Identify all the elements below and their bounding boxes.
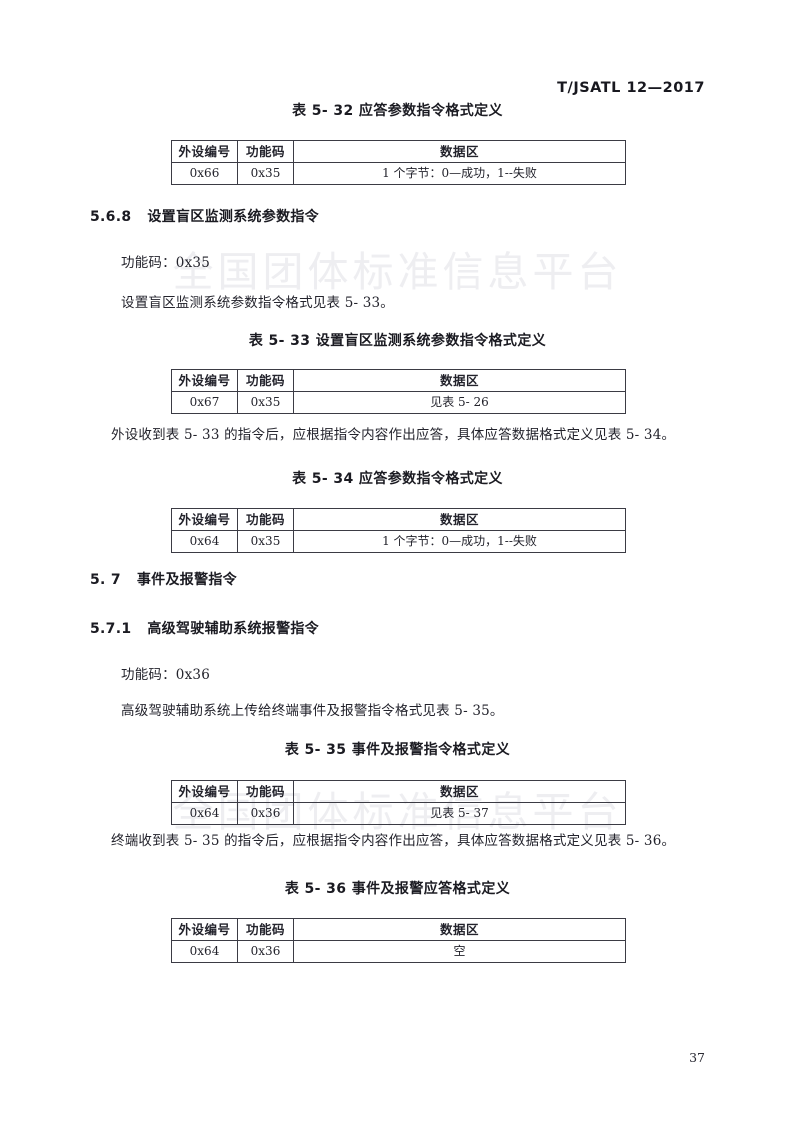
column-header-data-area: 数据区 (293, 369, 626, 392)
column-header-device-id: 外设编号 (171, 780, 238, 803)
table-caption-5-36: 表 5- 36 事件及报警应答格式定义 (284, 881, 511, 897)
column-header-device-id: 外设编号 (171, 508, 238, 531)
table-caption-5-32: 表 5- 32 应答参数指令格式定义 (292, 103, 503, 119)
table-row: 0x64 0x36 见表 5- 37 (171, 802, 626, 825)
table-row: 0x66 0x35 1 个字节：0—成功，1--失败 (171, 162, 626, 185)
cell-function-code: 0x35 (237, 391, 294, 414)
table-caption-5-33: 表 5- 33 设置盲区监测系统参数指令格式定义 (248, 333, 547, 349)
table-header-row: 外设编号 功能码 数据区 (171, 918, 626, 941)
column-header-data-area: 数据区 (293, 140, 626, 163)
cell-data-area: 1 个字节：0—成功，1--失败 (293, 530, 626, 553)
cell-device-id: 0x66 (171, 162, 238, 185)
section-number: 5.6.8 (90, 209, 132, 225)
column-header-function-code: 功能码 (237, 508, 294, 531)
column-header-function-code: 功能码 (237, 369, 294, 392)
cell-function-code: 0x36 (237, 940, 294, 963)
table-5-33: 外设编号 功能码 数据区 0x67 0x35 见表 5- 26 (171, 369, 626, 414)
cell-device-id: 0x64 (171, 802, 238, 825)
section-heading-5-7-1: 5.7.1 高级驾驶辅助系统报警指令 (90, 618, 319, 638)
cell-data-area: 1 个字节：0—成功，1--失败 (293, 162, 626, 185)
table-header-row: 外设编号 功能码 数据区 (171, 369, 626, 392)
column-header-device-id: 外设编号 (171, 369, 238, 392)
paragraph-response-note-33: 外设收到表 5- 33 的指令后，应根据指令内容作出应答，具体应答数据格式定义见… (111, 427, 676, 443)
table-caption-5-35: 表 5- 35 事件及报警指令格式定义 (284, 742, 511, 758)
column-header-data-area: 数据区 (293, 918, 626, 941)
table-row: 0x67 0x35 见表 5- 26 (171, 391, 626, 414)
table-header-row: 外设编号 功能码 数据区 (171, 140, 626, 163)
cell-data-area: 见表 5- 37 (293, 802, 626, 825)
section-title: 事件及报警指令 (136, 572, 237, 588)
table-header-row: 外设编号 功能码 数据区 (171, 780, 626, 803)
section-heading-5-6-8: 5.6.8 设置盲区监测系统参数指令 (90, 206, 319, 226)
table-5-32: 外设编号 功能码 数据区 0x66 0x35 1 个字节：0—成功，1--失败 (171, 140, 626, 185)
section-number: 5. 7 (90, 572, 121, 588)
cell-device-id: 0x67 (171, 391, 238, 414)
cell-function-code: 0x35 (237, 530, 294, 553)
paragraph-function-code-36: 功能码：0x36 (121, 667, 210, 683)
column-header-device-id: 外设编号 (171, 140, 238, 163)
document-standard-number: T/JSATL 12—2017 (557, 80, 705, 96)
column-header-function-code: 功能码 (237, 780, 294, 803)
table-row: 0x64 0x35 1 个字节：0—成功，1--失败 (171, 530, 626, 553)
section-heading-5-7: 5. 7 事件及报警指令 (90, 569, 237, 589)
paragraph-response-note-35: 终端收到表 5- 35 的指令后，应根据指令内容作出应答，具体应答数据格式定义见… (111, 833, 676, 849)
table-5-35: 外设编号 功能码 数据区 0x64 0x36 见表 5- 37 (171, 780, 626, 825)
cell-data-area: 空 (293, 940, 626, 963)
watermark-text: 全国团体标准信息平台 (172, 248, 623, 296)
cell-function-code: 0x36 (237, 802, 294, 825)
column-header-data-area: 数据区 (293, 508, 626, 531)
cell-device-id: 0x64 (171, 940, 238, 963)
table-5-36: 外设编号 功能码 数据区 0x64 0x36 空 (171, 918, 626, 963)
column-header-function-code: 功能码 (237, 140, 294, 163)
table-caption-5-34: 表 5- 34 应答参数指令格式定义 (292, 471, 503, 487)
page-number: 37 (689, 1050, 705, 1065)
cell-function-code: 0x35 (237, 162, 294, 185)
section-title: 高级驾驶辅助系统报警指令 (147, 621, 319, 637)
section-title: 设置盲区监测系统参数指令 (147, 209, 319, 225)
column-header-data-area: 数据区 (293, 780, 626, 803)
paragraph-format-reference-33: 设置盲区监测系统参数指令格式见表 5- 33。 (121, 295, 395, 311)
cell-device-id: 0x64 (171, 530, 238, 553)
section-number: 5.7.1 (90, 621, 132, 637)
column-header-function-code: 功能码 (237, 918, 294, 941)
paragraph-format-reference-35: 高级驾驶辅助系统上传给终端事件及报警指令格式见表 5- 35。 (121, 703, 504, 719)
table-header-row: 外设编号 功能码 数据区 (171, 508, 626, 531)
cell-data-area: 见表 5- 26 (293, 391, 626, 414)
paragraph-function-code-35: 功能码：0x35 (121, 255, 210, 271)
table-row: 0x64 0x36 空 (171, 940, 626, 963)
table-5-34: 外设编号 功能码 数据区 0x64 0x35 1 个字节：0—成功，1--失败 (171, 508, 626, 553)
column-header-device-id: 外设编号 (171, 918, 238, 941)
